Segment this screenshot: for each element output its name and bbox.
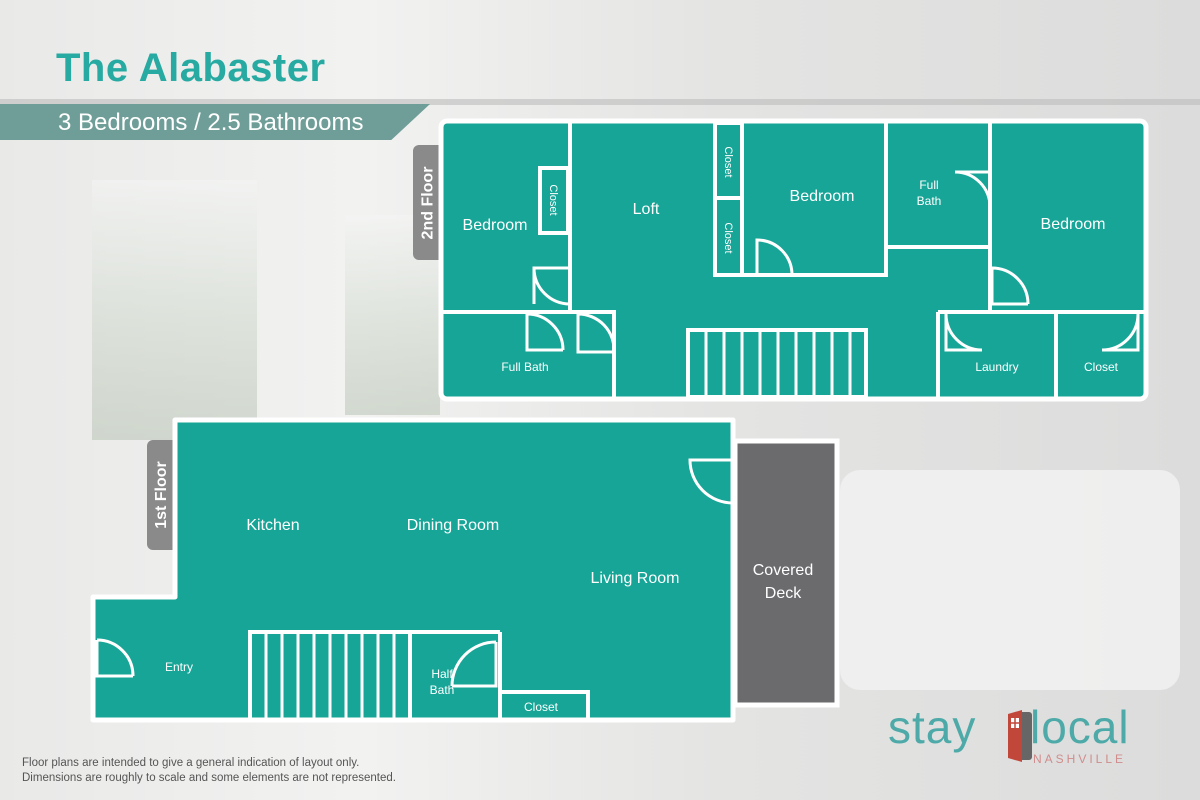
room-label-half-bath-1: Half xyxy=(431,667,453,681)
room-label-covered: Covered xyxy=(753,562,813,579)
room-label-deck: Deck xyxy=(765,585,802,602)
background-bed xyxy=(840,470,1180,690)
logo-stay: stay xyxy=(888,701,977,753)
second-floor-outline xyxy=(438,118,1149,402)
disclaimer: Floor plans are intended to give a gener… xyxy=(22,756,396,786)
stay-local-logo: stay local NASHVILLE xyxy=(888,700,1130,770)
first-floor-outline xyxy=(90,417,736,723)
disclaimer-line-1: Floor plans are intended to give a gener… xyxy=(22,757,360,769)
room-label-loft: Loft xyxy=(633,201,660,218)
room-label-living-room: Living Room xyxy=(591,570,680,587)
door-swings xyxy=(525,170,1140,354)
room-label-closet-top: Closet xyxy=(722,146,734,177)
second-floor-tab: 2nd Floor xyxy=(413,145,443,260)
covered-deck xyxy=(732,438,840,708)
first-floor-tab: 1st Floor xyxy=(147,440,177,550)
page-title: The Alabaster xyxy=(56,46,326,90)
background-window-left xyxy=(92,180,257,440)
room-label-closet-right: Closet xyxy=(1084,360,1119,374)
room-label-closet-bottom: Closet xyxy=(722,222,734,253)
room-label-closet-left: Closet xyxy=(547,184,559,215)
room-label-kitchen: Kitchen xyxy=(246,517,299,534)
subtitle-band xyxy=(0,104,430,140)
room-label-bedroom-right: Bedroom xyxy=(1041,216,1106,233)
disclaimer-line-2: Dimensions are roughly to scale and some… xyxy=(22,772,396,784)
room-label-full-bath-top-2: Bath xyxy=(917,194,942,208)
page-subtitle: 3 Bedrooms / 2.5 Bathrooms xyxy=(58,109,364,136)
room-label-laundry: Laundry xyxy=(975,360,1018,374)
room-label-full-bath: Full Bath xyxy=(501,360,548,374)
room-label-closet: Closet xyxy=(524,700,559,714)
room-label-dining-room: Dining Room xyxy=(407,517,499,534)
logo-nashville: NASHVILLE xyxy=(1033,752,1127,766)
room-label-entry: Entry xyxy=(165,660,193,674)
room-label-half-bath-2: Bath xyxy=(430,683,455,697)
header-divider xyxy=(0,99,1200,105)
room-label-bedroom-mid: Bedroom xyxy=(790,188,855,205)
logo-local: local xyxy=(1030,701,1130,753)
room-label-bedroom-left: Bedroom xyxy=(463,217,528,234)
door-icon xyxy=(1008,710,1032,762)
room-label-full-bath-top-1: Full xyxy=(919,178,938,192)
